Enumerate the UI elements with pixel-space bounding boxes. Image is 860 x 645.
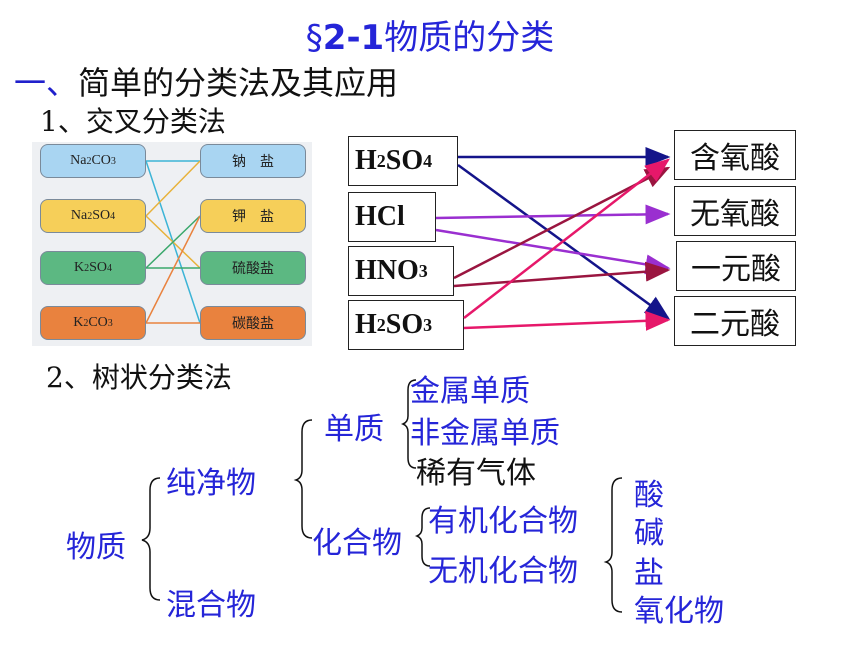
heading-cross-classification: 1、交叉分类法 <box>40 105 226 138</box>
category-monobasic: 一元酸 <box>676 241 796 291</box>
brace-pure <box>293 419 313 539</box>
tree-element: 单质 <box>324 412 384 447</box>
arrow-h2so3-dibasic <box>463 310 671 331</box>
right-pill-sulfate: 硫酸盐 <box>200 251 306 285</box>
tree-noble-gas: 稀有气体 <box>416 456 536 491</box>
tree-organic-compound: 有机化合物 <box>428 504 578 539</box>
heading-main: 一、简单的分类法及其应用 <box>14 58 398 104</box>
heading-main-number: 一、 <box>14 64 79 102</box>
arrow-hcl-hydracid <box>435 204 671 225</box>
section-number: 2-1 <box>322 18 385 58</box>
tree-pure-substance: 纯净物 <box>166 466 256 501</box>
category-oxyacid: 含氧酸 <box>674 130 796 180</box>
right-pill-potassium-salt: 钾 盐 <box>200 199 306 233</box>
brace-root <box>141 477 161 601</box>
brace-compound <box>414 507 431 567</box>
tree-metal-element: 金属单质 <box>410 374 530 409</box>
tree-root-substance: 物质 <box>66 530 126 565</box>
category-hydracid: 无氧酸 <box>674 186 796 236</box>
acid-box-hcl: HCl <box>348 192 436 242</box>
page-title: §2-1物质的分类 <box>0 10 860 59</box>
arrow-hno3-monobasic <box>453 261 671 288</box>
tree-nonmetal-element: 非金属单质 <box>410 416 560 451</box>
tree-base: 碱 <box>634 516 664 551</box>
tree-oxide: 氧化物 <box>634 594 724 629</box>
brace-element <box>400 379 417 469</box>
line-na2so4-sodium <box>145 160 201 217</box>
right-pill-sodium-salt: 钠 盐 <box>200 144 306 178</box>
heading-tree-classification: 2、树状分类法 <box>46 361 232 394</box>
right-pill-carbonate: 碳酸盐 <box>200 306 306 340</box>
section-title: 物质的分类 <box>384 18 555 58</box>
line-k2co3-potassium <box>145 215 201 324</box>
arrow-h2so3-oxyacid <box>463 158 670 319</box>
line-k2so4-potassium <box>145 215 201 269</box>
category-dibasic: 二元酸 <box>674 296 796 346</box>
tree-mixture: 混合物 <box>166 588 256 623</box>
heading-main-text: 简单的分类法及其应用 <box>78 64 399 102</box>
tree-salt: 盐 <box>634 556 664 591</box>
tree-compound: 化合物 <box>312 526 402 561</box>
brace-inorganic <box>603 477 623 613</box>
section-sign: § <box>305 18 323 58</box>
tree-acid: 酸 <box>634 478 664 513</box>
tree-inorganic-compound: 无机化合物 <box>428 554 578 589</box>
